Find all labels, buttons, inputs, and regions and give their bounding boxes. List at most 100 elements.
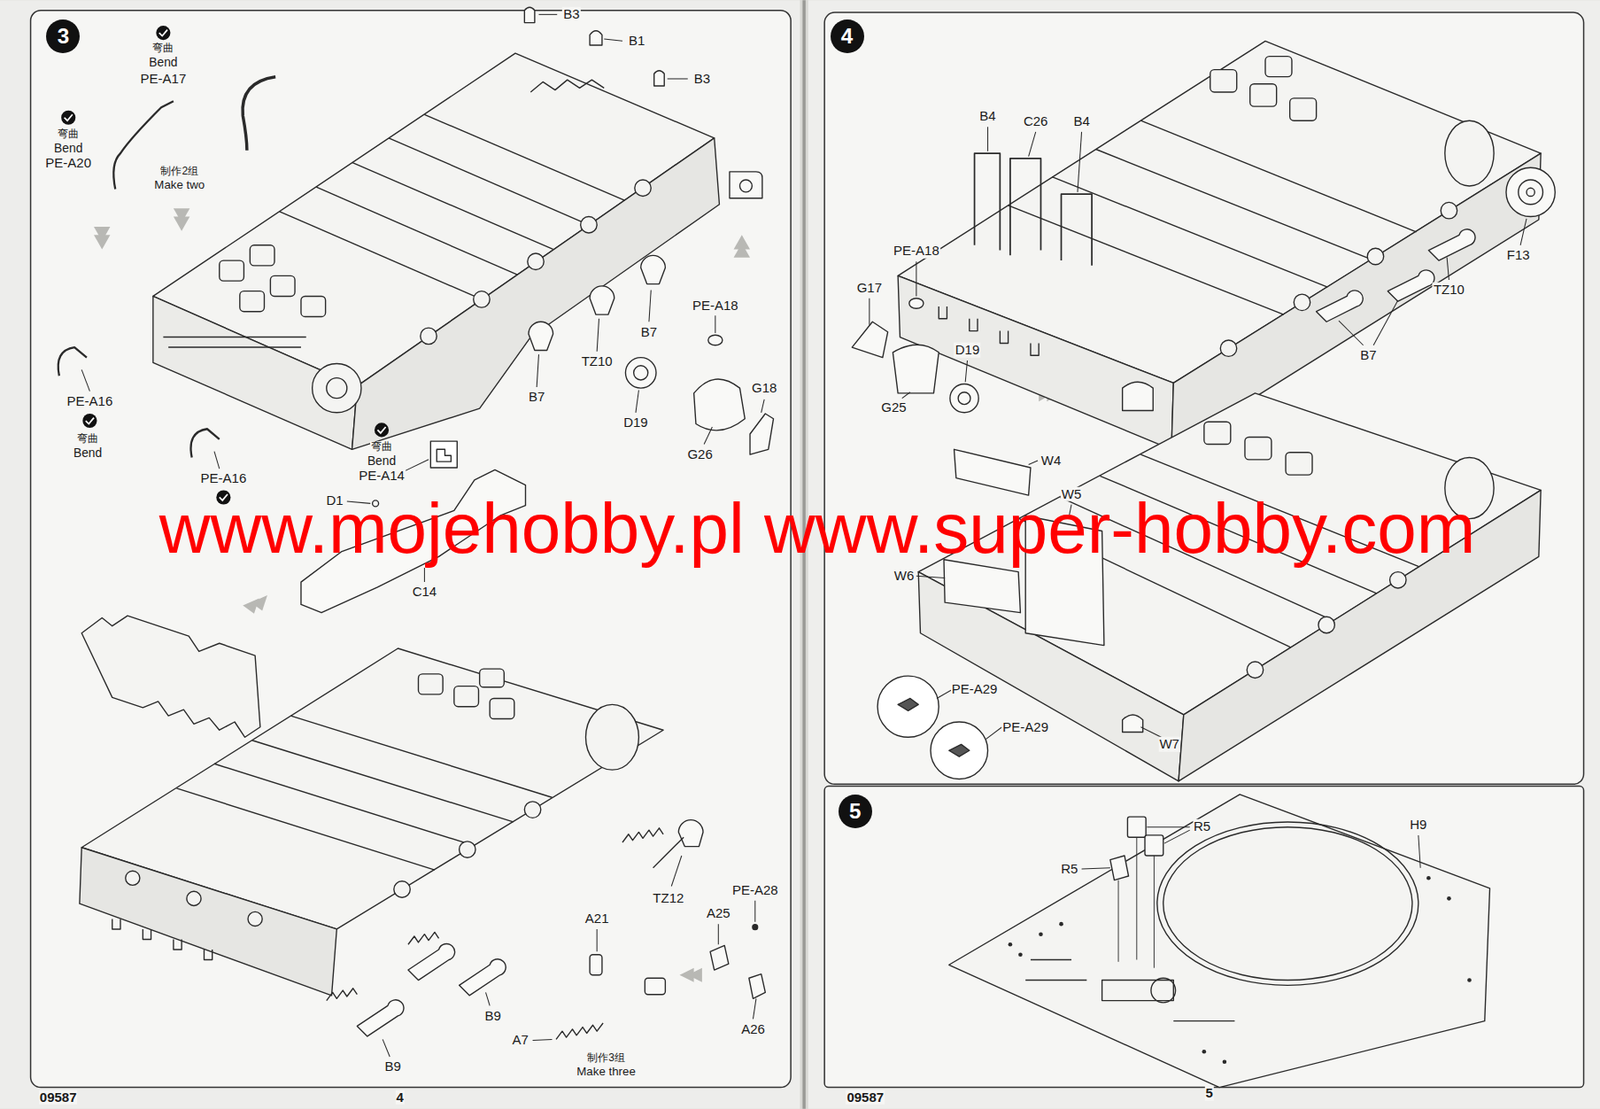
leader-line bbox=[761, 399, 765, 413]
part-drawing bbox=[625, 357, 657, 389]
hull-drawing bbox=[312, 363, 362, 412]
leader-line bbox=[538, 14, 557, 16]
part-drawing bbox=[1428, 229, 1476, 261]
part-label: B3 bbox=[693, 70, 712, 86]
part-label: 09587 bbox=[845, 1089, 885, 1106]
leader-line bbox=[214, 451, 220, 470]
part-drawing bbox=[589, 954, 603, 975]
leader-line bbox=[714, 315, 716, 333]
hull-drawing bbox=[524, 801, 541, 818]
hull-drawing bbox=[1008, 942, 1013, 947]
part-label: W7 bbox=[1158, 736, 1181, 752]
leader-line bbox=[936, 689, 951, 698]
leader-line bbox=[671, 855, 682, 887]
hull-drawing bbox=[176, 788, 435, 870]
hull-drawing bbox=[1171, 153, 1541, 449]
part-drawing bbox=[408, 931, 440, 944]
leader-line bbox=[902, 392, 911, 399]
bend-icon bbox=[155, 25, 171, 40]
direction-arrow bbox=[93, 234, 110, 249]
bend-icon bbox=[61, 25, 389, 504]
hull-drawing bbox=[1222, 1058, 1228, 1064]
bend-icon bbox=[82, 413, 97, 428]
hull-drawing bbox=[1096, 148, 1372, 259]
part-label: C14 bbox=[411, 584, 439, 600]
leader-line bbox=[703, 426, 712, 445]
hull-drawing bbox=[420, 327, 437, 344]
hull-drawing bbox=[954, 448, 1031, 495]
hull-drawing bbox=[279, 211, 482, 300]
hull-drawing bbox=[1051, 177, 1328, 287]
hull-drawing bbox=[326, 378, 348, 399]
bend-icon bbox=[374, 422, 389, 437]
hull-drawing bbox=[580, 216, 597, 233]
part-label: Bend bbox=[147, 56, 178, 70]
part-label: A25 bbox=[705, 905, 732, 921]
part-label: PE-A16 bbox=[200, 471, 248, 487]
leader-line bbox=[1520, 218, 1527, 246]
leader-line bbox=[868, 298, 870, 325]
part-label: Bend bbox=[53, 142, 84, 156]
part-drawing bbox=[1122, 714, 1144, 733]
part-label: 弯曲 bbox=[76, 432, 100, 445]
hull-drawing bbox=[1210, 69, 1237, 93]
part-drawing bbox=[1127, 816, 1146, 837]
leader-line bbox=[667, 77, 688, 79]
hull-drawing bbox=[394, 881, 410, 897]
part-drawing bbox=[752, 924, 758, 930]
hull-drawing bbox=[949, 794, 1491, 1088]
part-drawing bbox=[694, 378, 746, 431]
leader-line bbox=[1077, 131, 1083, 193]
leader-line bbox=[635, 389, 639, 412]
part-drawing bbox=[1518, 179, 1544, 205]
hull-drawing bbox=[1440, 201, 1457, 218]
part-label: Make three bbox=[575, 1065, 637, 1079]
hull-drawing bbox=[527, 253, 544, 270]
part-label: TZ10 bbox=[580, 354, 614, 370]
hull-drawing bbox=[176, 715, 552, 870]
part-drawing bbox=[654, 70, 665, 86]
part-label: G17 bbox=[856, 280, 883, 296]
part-drawing bbox=[958, 392, 971, 405]
leader-line bbox=[533, 1038, 553, 1040]
part-label: A21 bbox=[584, 911, 611, 927]
hull-drawing bbox=[301, 295, 326, 317]
part-drawing bbox=[897, 697, 919, 711]
leader-line bbox=[985, 726, 1002, 740]
hull-drawing bbox=[1157, 821, 1419, 985]
leader-line bbox=[402, 459, 429, 472]
hull-drawing bbox=[1367, 247, 1384, 264]
leader-line bbox=[915, 261, 917, 296]
leader-line bbox=[916, 575, 945, 578]
part-label: R5 bbox=[1059, 860, 1079, 876]
leader-line bbox=[596, 928, 598, 951]
part-drawing bbox=[710, 944, 729, 970]
part-label: PE-A18 bbox=[691, 297, 740, 313]
hull-drawing bbox=[943, 559, 1021, 613]
part-label: W4 bbox=[1040, 452, 1063, 468]
part-drawing bbox=[749, 973, 766, 999]
part-drawing bbox=[524, 7, 535, 23]
part-drawing bbox=[436, 448, 451, 462]
part-label: PE-A18 bbox=[892, 243, 941, 259]
hull-drawing bbox=[81, 615, 261, 737]
part-label: D19 bbox=[954, 342, 982, 358]
hull-drawing bbox=[1202, 1049, 1207, 1054]
part-drawing bbox=[589, 285, 615, 315]
hull-drawing bbox=[1008, 120, 1417, 315]
part-label: R5 bbox=[1192, 819, 1212, 835]
leader-line bbox=[382, 1038, 390, 1057]
part-label: TZ10 bbox=[1432, 282, 1466, 298]
hull-drawing bbox=[249, 245, 275, 266]
hull-drawing bbox=[279, 114, 626, 300]
part-label: H9 bbox=[1408, 817, 1428, 833]
part-drawing bbox=[877, 675, 939, 737]
part-label: PE-A14 bbox=[357, 468, 406, 484]
part-label: TZ12 bbox=[651, 890, 685, 906]
hull-drawing bbox=[1445, 120, 1494, 186]
part-label: F13 bbox=[1506, 247, 1531, 263]
part-label: PE-A29 bbox=[1001, 718, 1050, 735]
leader-line bbox=[1082, 867, 1111, 869]
hull-drawing bbox=[247, 911, 263, 926]
part-drawing bbox=[1526, 187, 1535, 196]
